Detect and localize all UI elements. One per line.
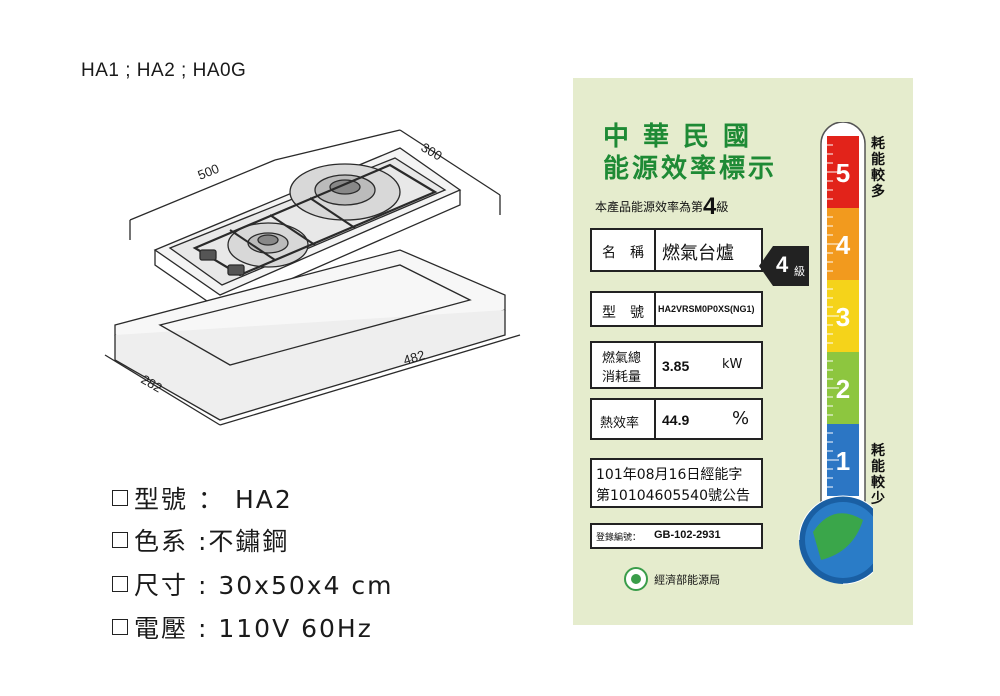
registration-row: 登錄編號： GB-102-2931 <box>590 523 763 549</box>
authority: 經濟部能源局 <box>623 566 720 592</box>
label-title-line1: 中華民國 <box>603 122 764 152</box>
consumption-row: 燃氣總 消耗量 3.85 kW <box>590 341 763 389</box>
side-label-less: 耗能較少 <box>871 443 885 507</box>
energy-bureau-logo-icon <box>624 567 648 591</box>
grade-number-1: 1 <box>836 446 850 476</box>
side-label-more: 耗能較多 <box>871 136 885 200</box>
approval-line2: 第10104605540號公告 <box>596 488 750 504</box>
cooktop-dimension-drawing: 500 300 482 282 <box>104 129 521 426</box>
grade-number-3: 3 <box>836 302 850 332</box>
grade-line: 本產品能源效率為第4級 <box>595 193 729 220</box>
spec-color: 色系 :不鏽鋼 <box>112 522 289 558</box>
checkbox-icon <box>112 619 128 635</box>
dim-cutout-width-text: 482 <box>401 347 426 368</box>
dim-depth-text: 300 <box>419 140 445 164</box>
efficiency-row: 熱效率 44.9 % <box>590 398 763 440</box>
consumption-label-1: 燃氣總 <box>602 351 642 366</box>
efficiency-unit: % <box>732 408 750 429</box>
model-value: HA2VRSM0P0XS(NG1) <box>658 304 755 314</box>
checkbox-icon <box>112 490 128 506</box>
spec-model: 型號 ： HA2 <box>112 480 293 516</box>
name-label: 名 稱 <box>602 245 644 261</box>
spec-voltage: 電壓 : 110V 60Hz <box>112 609 373 645</box>
approval-box: 101年08月16日經能字 第10104605540號公告 <box>590 458 763 508</box>
dim-width-text: 500 <box>196 161 222 183</box>
registration-label: 登錄編號： <box>596 533 642 543</box>
grade-thermometer: 5 4 3 2 1 <box>798 122 873 585</box>
efficiency-value: 44.9 <box>662 412 690 428</box>
grade-number-4: 4 <box>836 230 851 260</box>
checkbox-icon <box>112 576 128 592</box>
approval-line1: 101年08月16日經能字 <box>596 467 743 483</box>
authority-name: 經濟部能源局 <box>654 573 721 587</box>
consumption-value: 3.85 <box>662 358 690 374</box>
name-value: 燃氣台爐 <box>662 243 734 264</box>
model-list-heading: HA1 ; HA2 ; HA0G <box>81 60 247 81</box>
consumption-label-2: 消耗量 <box>602 370 642 385</box>
grade-number-2: 2 <box>836 374 850 404</box>
efficiency-label: 熱效率 <box>600 416 640 431</box>
model-label: 型 號 <box>602 305 644 321</box>
name-row: 名 稱 燃氣台爐 <box>590 228 763 272</box>
model-row: 型 號 HA2VRSM0P0XS(NG1) <box>590 291 763 327</box>
consumption-unit: kW <box>722 357 743 372</box>
registration-value: GB-102-2931 <box>654 529 721 541</box>
checkbox-icon <box>112 532 128 548</box>
spec-size: 尺寸 : 30x50x4 cm <box>112 566 394 602</box>
label-title-line2: 能源效率標示 <box>603 154 778 184</box>
grade-number-5: 5 <box>836 158 850 188</box>
